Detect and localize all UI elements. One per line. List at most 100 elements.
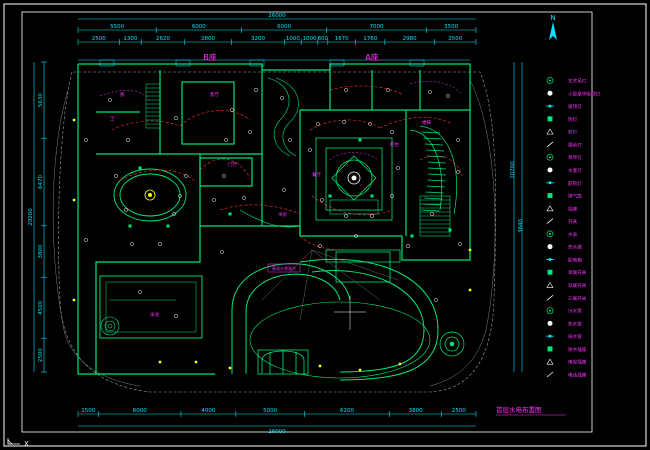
hot-water-icon (547, 320, 553, 326)
north-label: N (550, 14, 555, 22)
fixture-light-icon (130, 242, 134, 246)
fixture-light-icon (114, 174, 118, 178)
fixture-light-icon (446, 94, 450, 98)
ceiling-light-icon (546, 77, 554, 84)
room-label-study: 书房 (278, 211, 287, 218)
fixture-outlet-icon (138, 166, 142, 170)
heater-icon (547, 244, 553, 250)
signage: 景观水景观台 (267, 263, 301, 273)
outlet-icon (546, 205, 554, 212)
dim-left-4: 2500 (38, 348, 44, 362)
fixture-light-icon (184, 174, 188, 178)
svg-text:X: X (24, 440, 29, 448)
dim-bottom-3: 5000 (263, 408, 277, 414)
fixture-light-icon (282, 188, 286, 192)
radial-lines (261, 249, 399, 321)
water-meter-icon (546, 230, 554, 238)
phone-icon (546, 371, 554, 378)
lawn-light-icon (72, 298, 76, 302)
room-label-hall: 门厅 (228, 161, 237, 168)
fixture-light-icon (386, 88, 390, 92)
fixture-light-icon (230, 108, 234, 112)
fixture-light-icon (368, 122, 372, 126)
dim-left-2: 3800 (38, 244, 44, 258)
fixture-light-icon (396, 166, 400, 170)
landscape-contour-right (429, 79, 496, 387)
dim-top-sub-11: 2500 (448, 36, 462, 42)
dim-top-sub-8: 1670 (335, 36, 349, 42)
stair-right (419, 195, 451, 237)
electrical-wiring (111, 85, 463, 251)
dining-table (329, 199, 379, 215)
spotlight-icon (546, 128, 554, 135)
single-switch-icon (547, 269, 553, 275)
lawn-light-icon (358, 368, 362, 372)
magenta-wiring (99, 81, 463, 161)
curved-stair (409, 125, 457, 215)
signage-label: 景观水景观台 (272, 265, 296, 271)
fixture-light-icon (320, 198, 324, 202)
dim-bottom-6: 2500 (452, 408, 466, 414)
fixture-light-icon (308, 148, 312, 152)
dim-total-bottom: 26000 (268, 429, 286, 435)
fixture-light-icon (430, 212, 434, 216)
landscape-contour (52, 89, 141, 387)
dim-top-sub-0: 2500 (92, 36, 106, 42)
fixture-light-icon (84, 238, 88, 242)
lawn-light-icon (158, 360, 162, 364)
dim-top-sub-9: 1760 (363, 36, 377, 42)
fixture-outlet-icon (370, 194, 374, 198)
legend-label: 冷水管 (568, 308, 582, 315)
dim-top-sub-3: 2800 (201, 36, 215, 42)
legend-label: 电视插座 (568, 359, 587, 366)
dim-top-2: 6000 (277, 24, 291, 30)
dim-top-sub-4: 3200 (251, 36, 265, 42)
dim-top-sub-7: 600 (318, 36, 329, 42)
drawing-frame (3, 3, 647, 447)
dim-left-1: 6470 (38, 175, 44, 189)
legend-label: 电话插座 (568, 372, 587, 379)
room-labels: 客厅 门厅 卫 厨 餐厅 吧台 楼梯 泳池 书房 (110, 91, 431, 318)
dim-right-1: 3640 (518, 219, 524, 233)
lawn-light-icon (468, 248, 472, 252)
wall-lamp-icon (546, 141, 554, 148)
lawn-light-icon (546, 153, 554, 161)
pool-spiral-icon (100, 316, 120, 336)
fixture-light-icon (158, 242, 162, 246)
fixture-light-icon (138, 290, 142, 294)
cold-water-icon (546, 307, 554, 314)
dim-bottom-1: 6000 (133, 408, 147, 414)
drawing-title: 首层水电布置图 (496, 405, 542, 414)
drain-icon (546, 334, 554, 338)
fixture-light-icon (124, 208, 128, 212)
lawn-light-icon (72, 198, 76, 202)
room-label-living: 客厅 (210, 91, 219, 98)
legend-label: 排气扇 (568, 193, 582, 200)
legend-label: 排水管 (568, 333, 582, 340)
legend-label: 开关 (568, 218, 578, 225)
fixture-light-icon (108, 98, 112, 102)
dim-top-sub-6: 1000 (303, 36, 317, 42)
north-arrow-icon: N (549, 14, 557, 40)
oval-ceiling-light-icon (144, 189, 156, 201)
room-label-bar: 吧台 (390, 141, 399, 148)
legend-label: 热水管 (568, 320, 582, 327)
waterproof-outlet-icon (547, 346, 553, 352)
legend-label: 草坪灯 (568, 154, 582, 161)
fixture-light-icon (458, 242, 462, 246)
legend-label: 镜前灯 (568, 141, 582, 148)
dim-top-sub-2: 2620 (156, 36, 170, 42)
fountain-icon (439, 331, 465, 357)
fixture-light-icon (456, 170, 460, 174)
lawn-light-icon (72, 118, 76, 122)
panel-icon (546, 257, 554, 261)
dim-top-0: 5500 (110, 24, 124, 30)
fan-icon (547, 193, 553, 199)
underwater-light-icon (547, 167, 553, 173)
dim-left-total: 29200 (28, 208, 34, 226)
legend-label: 吸顶灯 (568, 103, 582, 110)
tv-icon (546, 358, 554, 365)
fixture-outlet-icon (228, 212, 232, 216)
legend-label: 防水插座 (568, 346, 587, 353)
